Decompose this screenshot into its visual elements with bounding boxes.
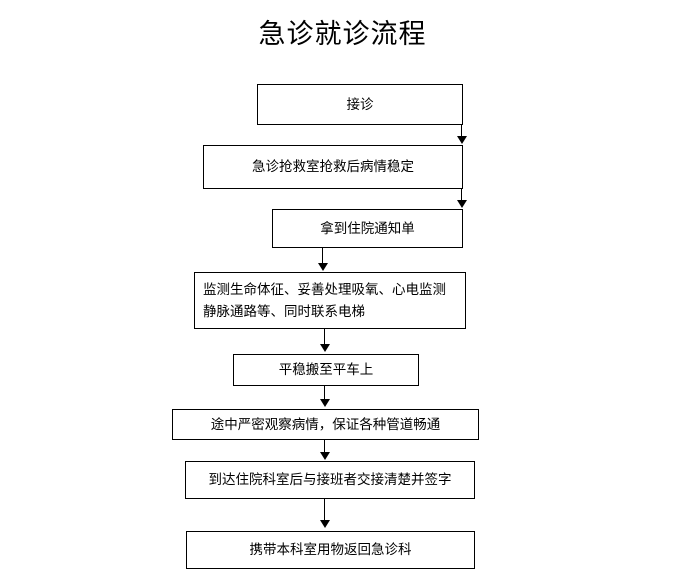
flow-edge-line-2 [461, 189, 462, 201]
flow-edge-arrowhead-3 [318, 263, 328, 271]
flow-node-label: 拿到住院通知单 [320, 220, 415, 237]
flow-node-admission-notice[interactable]: 拿到住院通知单 [272, 209, 463, 248]
flow-node-label: 途中严密观察病情，保证各种管道畅通 [210, 416, 441, 433]
page-title: 急诊就诊流程 [258, 19, 427, 50]
flow-node-label: 急诊抢救室抢救后病情稳定 [252, 159, 414, 175]
flow-node-label: 平稳搬至平车上 [278, 362, 374, 378]
flow-node-observe-during-transport[interactable]: 途中严密观察病情，保证各种管道畅通 [172, 409, 479, 440]
flow-edge-arrowhead-2 [457, 200, 467, 208]
flow-edge-line-3 [322, 248, 323, 265]
flow-node-label: 监测生命体征、妥善处理吸氧、心电监测 静脉通路等、同时联系电梯 [203, 281, 446, 320]
flow-node-transfer-to-gurney[interactable]: 平稳搬至平车上 [233, 354, 419, 386]
flow-edge-line-6 [324, 440, 325, 453]
flow-node-label: 携带本科室用物返回急诊科 [249, 542, 412, 558]
flow-node-return-to-emergency[interactable]: 携带本科室用物返回急诊科 [186, 531, 475, 569]
flow-node-label: 接诊 [346, 96, 374, 113]
flow-node-monitoring-and-preparation[interactable]: 监测生命体征、妥善处理吸氧、心电监测 静脉通路等、同时联系电梯 [194, 272, 466, 329]
flow-edge-arrowhead-1 [457, 136, 467, 144]
flow-edge-arrowhead-4 [320, 344, 330, 352]
flow-edge-line-5 [324, 386, 325, 400]
flow-edge-line-4 [324, 329, 325, 346]
flow-edge-line-7 [324, 499, 325, 521]
flow-edge-arrowhead-5 [320, 399, 330, 407]
flow-node-stabilized-after-resuscitation[interactable]: 急诊抢救室抢救后病情稳定 [203, 145, 463, 189]
flow-node-label: 到达住院科室后与接班者交接清楚并签字 [208, 472, 452, 488]
flow-node-handover-and-sign[interactable]: 到达住院科室后与接班者交接清楚并签字 [185, 461, 475, 499]
flow-edge-arrowhead-6 [320, 452, 330, 460]
flow-node-reception[interactable]: 接诊 [257, 84, 463, 125]
flow-edge-line-1 [461, 125, 462, 138]
flow-edge-arrowhead-7 [320, 520, 330, 528]
